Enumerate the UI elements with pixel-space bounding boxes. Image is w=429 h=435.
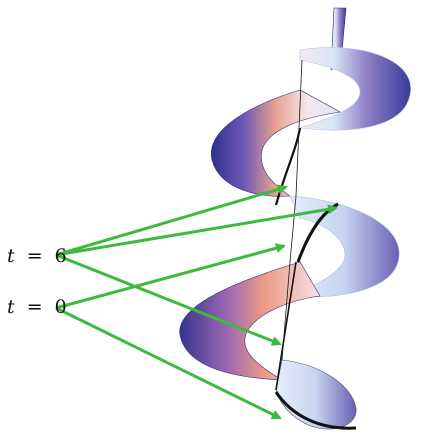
arrow-line [55, 253, 282, 346]
label-value: 6 [55, 245, 67, 267]
label-var: t [7, 296, 15, 318]
helix-upper-left-band [211, 89, 341, 197]
label-t-equals-6: t = 6 [7, 245, 67, 267]
arrow-line [55, 306, 282, 420]
label-eq: = [27, 245, 43, 267]
label-value: 0 [55, 296, 67, 318]
arrow-line [55, 243, 286, 310]
label-var: t [7, 245, 15, 267]
helix-upper-lobe [299, 47, 412, 131]
label-eq: = [27, 296, 43, 318]
arrow-line [55, 184, 288, 257]
arrows-upper [55, 184, 338, 346]
helix-edge-curve [281, 59, 303, 361]
arrows-lower [55, 243, 286, 420]
helix-bottom-lobe [275, 359, 357, 430]
label-t-equals-0: t = 0 [7, 296, 67, 318]
arrow-line [55, 204, 338, 257]
helix-lower-left-band [179, 261, 321, 381]
helix-edge-curve [275, 261, 297, 391]
helix-edge-curve [274, 391, 357, 430]
